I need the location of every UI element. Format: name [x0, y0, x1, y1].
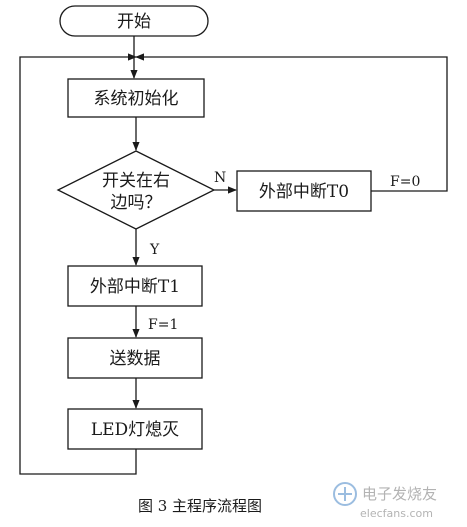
send-label: 送数据	[110, 349, 161, 369]
edge-label-no: N	[214, 170, 226, 186]
edge-t0-loop	[135, 53, 448, 192]
edge-label-yes: Y	[149, 242, 160, 258]
decision-label-line1: 开关在右	[102, 171, 170, 191]
edge-label-f0: F=0	[390, 174, 420, 190]
send-box	[67, 337, 203, 379]
start-label: 开始	[117, 12, 151, 32]
figure-caption: 图 3 主程序流程图	[138, 497, 262, 515]
led-label: LED灯熄灭	[91, 420, 179, 440]
init-box	[67, 78, 205, 118]
watermark-site: elecfans.com	[360, 507, 433, 520]
watermark: 电子发烧友 elecfans.com	[333, 482, 437, 520]
led-box	[67, 408, 203, 450]
watermark-logo-icon	[333, 482, 357, 506]
watermark-text: 电子发烧友	[362, 485, 437, 503]
int-t1-box	[67, 265, 203, 307]
edge-label-f1: F=1	[148, 317, 178, 333]
init-label: 系统初始化	[94, 89, 179, 109]
decision-label-line2: 边吗？	[111, 193, 162, 213]
int-t1-label: 外部中断T1	[90, 277, 180, 297]
int-t0-label: 外部中断T0	[259, 182, 349, 202]
edge-led-loop	[19, 53, 137, 475]
